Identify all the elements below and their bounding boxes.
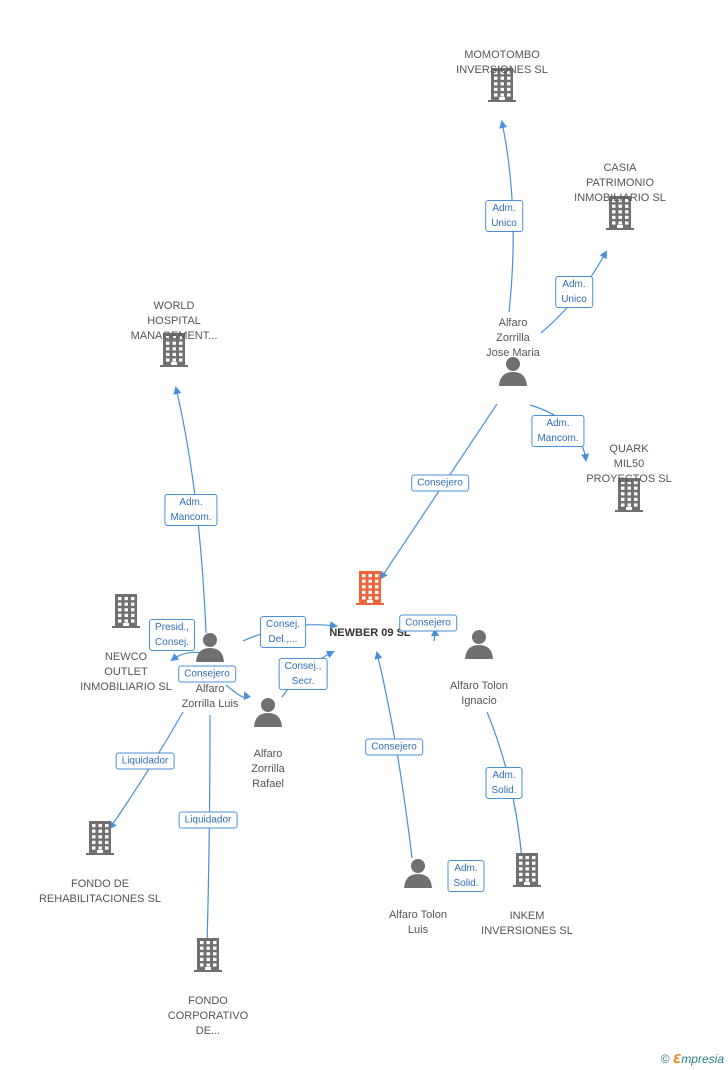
edge-label-e2[interactable]: Adm. Unico	[555, 276, 593, 308]
edge-label-e15[interactable]: Adm. Solid.	[447, 860, 485, 892]
building-icon-newco[interactable]	[112, 594, 140, 633]
edge-label-e11[interactable]: Liquidador	[115, 752, 175, 770]
node-label-fondo_rehab[interactable]: FONDO DE REHABILITACIONES SL	[38, 878, 162, 905]
empresia-logo[interactable]: © ℇmpresia	[661, 1052, 724, 1066]
edge-label-e6[interactable]: Presid., Consej.	[149, 619, 195, 651]
edge-label-e3[interactable]: Adm. Mancom.	[164, 494, 218, 526]
edge-label-e8[interactable]: Consej. Del.,...	[260, 616, 306, 648]
node-label-ignacio[interactable]: Alfaro Tolon Ignacio	[450, 680, 508, 707]
node-label-world[interactable]: WORLD HOSPITAL MANAGEMENT...	[130, 300, 218, 342]
edge-label-e5[interactable]: Adm. Mancom.	[531, 415, 585, 447]
building-icon-quark[interactable]	[615, 478, 643, 517]
node-label-tolon_luis[interactable]: Alfaro Tolon Luis	[389, 909, 447, 936]
empresia-e-mark: ℇ	[672, 1052, 682, 1066]
node-label-jose_maria[interactable]: Alfaro Zorrilla Jose Maria	[486, 317, 540, 359]
edge-label-e10[interactable]: Consejero	[399, 614, 457, 632]
node-label-inkem[interactable]: INKEM INVERSIONES SL	[481, 910, 573, 937]
edge-label-e1[interactable]: Adm. Unico	[485, 200, 523, 232]
building-icon-inkem[interactable]	[513, 853, 541, 892]
node-label-fondo_corp[interactable]: FONDO CORPORATIVO DE...	[167, 995, 249, 1037]
node-label-casia[interactable]: CASIA PATRIMONIO INMOBILIARIO SL	[574, 162, 666, 204]
person-icon-jose_maria[interactable]	[498, 356, 528, 391]
building-icon-fondo_corp[interactable]	[194, 938, 222, 977]
person-icon-rafael[interactable]	[253, 697, 283, 732]
edge-e11	[108, 711, 184, 830]
copyright-icon: ©	[660, 1052, 670, 1066]
node-label-zorrilla_luis[interactable]: Alfaro Zorrilla Luis	[181, 683, 239, 710]
person-icon-ignacio[interactable]	[464, 629, 494, 664]
node-label-quark[interactable]: QUARK MIL50 PROYECTOS SL	[586, 443, 672, 485]
person-icon-tolon_luis[interactable]	[403, 858, 433, 893]
edge-label-e13[interactable]: Consejero	[365, 738, 423, 756]
node-label-momotombo[interactable]: MOMOTOMBO INVERSIONES SL	[456, 49, 548, 76]
person-icon-zorrilla_luis[interactable]	[195, 632, 225, 667]
edge-e12	[203, 714, 212, 947]
edge-label-e4[interactable]: Consejero	[411, 474, 469, 492]
edge-label-e9[interactable]: Consej., Secr.	[278, 658, 328, 690]
edge-e7	[225, 684, 251, 701]
edge-e10	[430, 628, 439, 642]
building-icon-newber[interactable]	[356, 571, 384, 610]
edge-label-e14[interactable]: Adm. Solid.	[485, 767, 523, 799]
edge-e13	[374, 651, 413, 859]
building-icon-fondo_rehab[interactable]	[86, 821, 114, 860]
node-label-newco[interactable]: NEWCO OUTLET INMOBILIARIO SL	[80, 651, 172, 693]
building-icon-casia[interactable]	[606, 196, 634, 235]
node-label-rafael[interactable]: Alfaro Zorrilla Rafael	[251, 748, 285, 790]
building-icon-momotombo[interactable]	[488, 68, 516, 107]
edge-label-e7[interactable]: Consejero	[178, 665, 236, 683]
empresia-wordmark: mpresia	[681, 1052, 724, 1066]
building-icon-world[interactable]	[160, 333, 188, 372]
edge-label-e12[interactable]: Liquidador	[178, 811, 238, 829]
